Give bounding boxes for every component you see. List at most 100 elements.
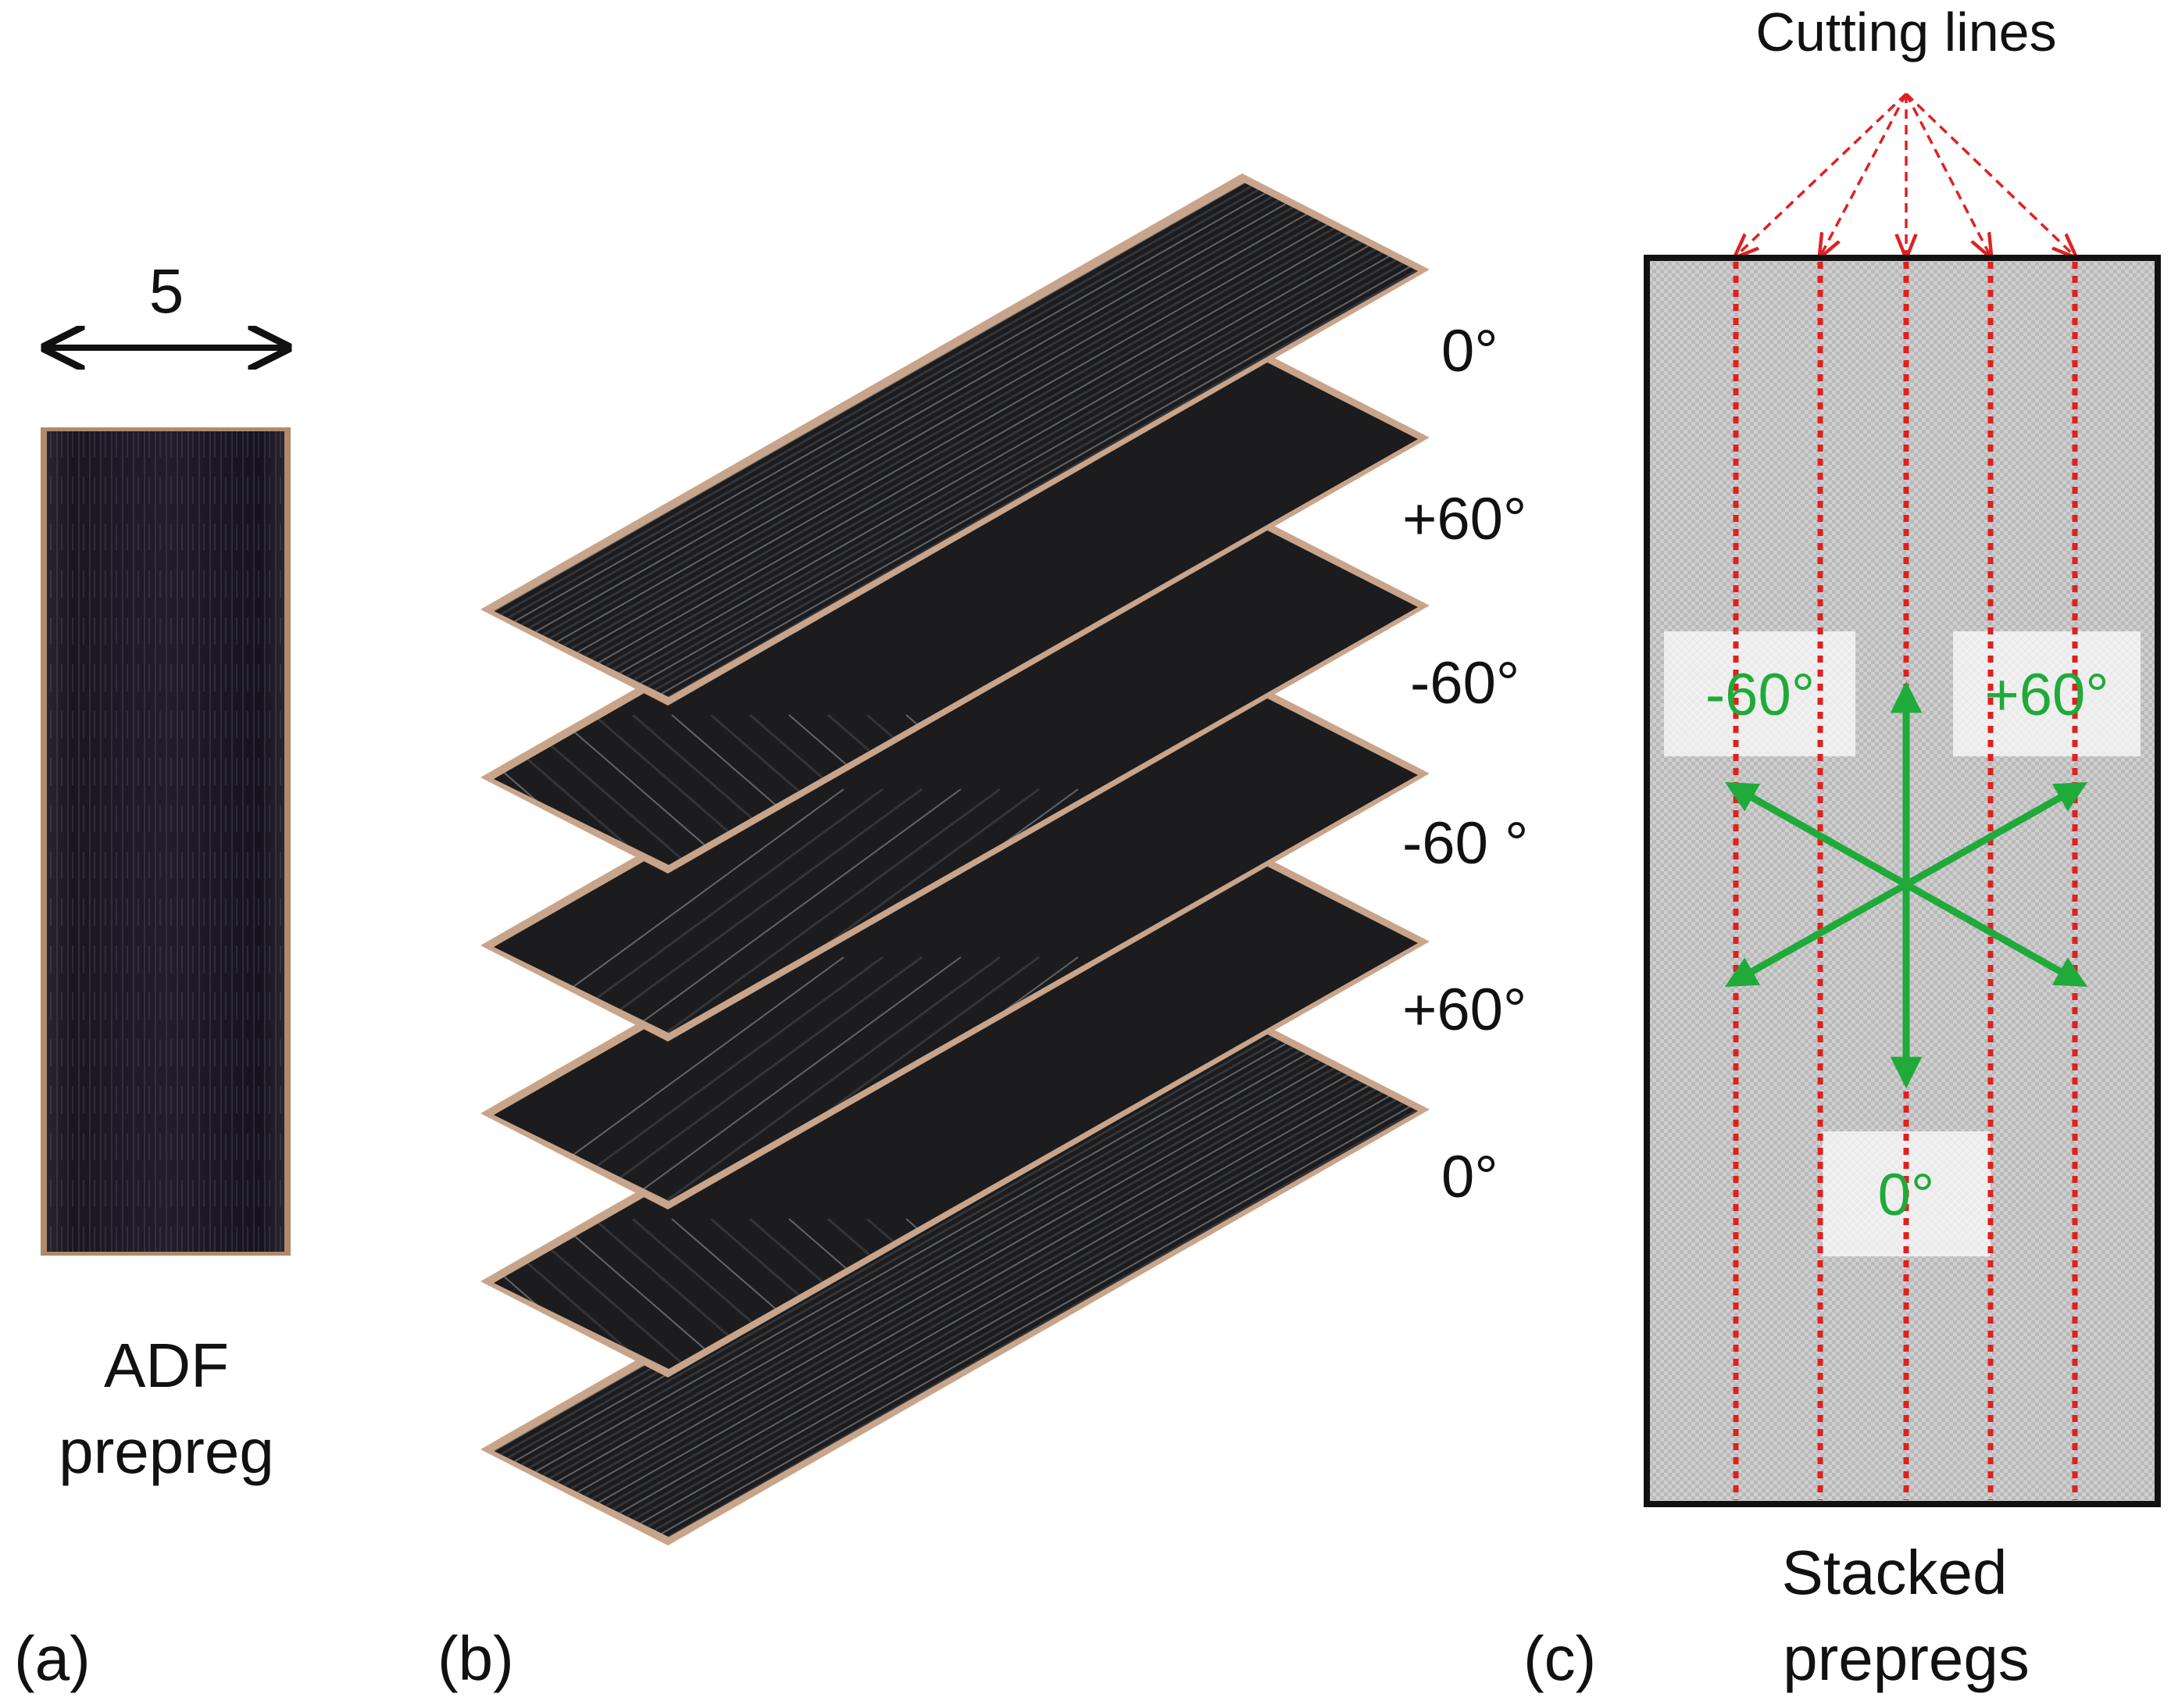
fiber-streak <box>528 198 1280 630</box>
fiber-streak <box>584 1066 1337 1497</box>
adf-caption-line2: prepreg <box>59 1417 274 1486</box>
fiber-streak <box>598 1074 1350 1503</box>
ply-sheet <box>480 173 1430 706</box>
fiber-streak <box>528 1038 1280 1470</box>
fiber-streak <box>654 260 1406 691</box>
fiber-streak <box>515 956 923 1201</box>
cutting-lines-label: Cutting lines <box>1755 2 2056 63</box>
fiber-streak <box>661 1104 1413 1535</box>
fiber-streak <box>548 1049 1302 1480</box>
fiber-streak <box>619 244 1371 674</box>
fiber-streak <box>554 956 962 1201</box>
fiber-streak <box>626 247 1378 677</box>
fiber-streak <box>593 788 1001 1033</box>
fiber-direction-arrows <box>1724 681 2088 1089</box>
fiber-streak <box>640 1094 1392 1524</box>
fiber-streak <box>1179 1217 1415 1369</box>
fiber-streak <box>632 788 1040 1033</box>
fiber-streak <box>494 956 844 1201</box>
panel-a: 5 ADF prepreg (a) <box>14 256 291 1693</box>
fiber-streak <box>626 1087 1378 1517</box>
adf-caption-line1: ADF <box>104 1331 229 1400</box>
stacked-caption-line1: Stacked <box>1781 1538 2007 1607</box>
fiber-streak <box>556 1052 1309 1483</box>
direction-label-zero: 0° <box>1878 1162 1935 1228</box>
fiber-streak <box>562 216 1316 647</box>
ply-stack <box>480 173 1430 1545</box>
fiber-streak <box>1218 1217 1418 1369</box>
fiber-streak <box>1335 1217 1418 1369</box>
fiber-streak <box>500 185 1252 616</box>
fiber-streak <box>647 1097 1399 1528</box>
ply-angle-label-1: 0° <box>1441 318 1498 384</box>
fiber-streak <box>515 1217 751 1369</box>
fiber-streak <box>612 1080 1365 1511</box>
ply-angle-label-2: +60° <box>1402 486 1526 552</box>
fiber-streak <box>593 713 829 865</box>
fiber-streak <box>521 1035 1273 1466</box>
fiber-streak <box>514 192 1266 623</box>
fiber-streak <box>654 1100 1406 1531</box>
direction-arrow-minus60-a <box>1724 782 1909 888</box>
ply-angle-label-4: -60 ° <box>1402 810 1528 877</box>
fiber-streak <box>556 213 1309 643</box>
fiber-streak <box>612 240 1365 671</box>
panel-c: Cutting lines <box>1523 2 2161 1693</box>
fiber-streak <box>535 202 1287 633</box>
ply-fibers <box>494 183 1418 697</box>
fiber-streak <box>640 254 1392 684</box>
fiber-streak <box>633 250 1385 681</box>
fiber-streak <box>494 956 884 1201</box>
ply-angle-label-5: +60° <box>1402 977 1526 1043</box>
fiber-streak <box>541 1045 1294 1477</box>
fiber-streak <box>605 237 1358 667</box>
ply-angle-label-3: -60° <box>1410 650 1519 716</box>
ply-body <box>494 351 1418 865</box>
fiber-streak <box>535 1042 1287 1473</box>
fiber-streak <box>494 788 884 1033</box>
direction-arrow-plus60-a <box>1904 782 2088 888</box>
fiber-streak <box>507 188 1259 620</box>
fiber-streak <box>591 1070 1344 1500</box>
fiber-streak <box>632 956 1040 1201</box>
fiber-streak <box>494 183 1245 612</box>
fiber-streak <box>619 1084 1371 1514</box>
fiber-streak <box>593 1217 829 1369</box>
fiber-streak <box>647 257 1399 688</box>
fiber-streak <box>570 220 1323 650</box>
fiber-streak <box>541 205 1294 637</box>
fiber-streak <box>1413 1217 1418 1369</box>
panel-b: 0° +60° -60° -60 ° +60° 0° (b) <box>437 173 1528 1693</box>
fiber-streak <box>577 223 1330 653</box>
label-box-plus60 <box>1953 631 2141 756</box>
fiber-streak <box>591 230 1344 660</box>
fiber-streak <box>632 713 868 865</box>
fiber-streak <box>1257 1218 1418 1369</box>
fiber-streak <box>668 1107 1418 1537</box>
fiber-streak <box>661 264 1413 695</box>
fiber-streak <box>554 788 962 1033</box>
ply-body <box>494 855 1418 1369</box>
direction-arrow-minus60-b <box>1904 881 2088 987</box>
cutting-line-leaders <box>1736 92 2075 256</box>
fiber-streak <box>562 1056 1316 1487</box>
label-box-minus60 <box>1664 631 1855 756</box>
adf-prepreg-fibers <box>47 431 284 1252</box>
fiber-streak <box>515 788 923 1033</box>
fiber-streak <box>1374 1218 1418 1369</box>
fiber-streak <box>584 226 1337 657</box>
fiber-streak <box>494 788 844 1033</box>
fiber-streak <box>548 209 1302 640</box>
fiber-streak <box>632 1217 868 1369</box>
ply-angle-label-6: 0° <box>1441 1144 1498 1210</box>
panel-c-tag: (c) <box>1523 1624 1596 1693</box>
width-dimension-value: 5 <box>149 256 184 326</box>
direction-label-minus60: -60° <box>1705 662 1815 728</box>
fiber-streak <box>668 267 1418 697</box>
fiber-streak <box>570 1059 1323 1490</box>
direction-label-plus60: +60° <box>1984 662 2109 728</box>
fiber-streak <box>593 956 1001 1201</box>
fiber-streak <box>554 1218 790 1369</box>
